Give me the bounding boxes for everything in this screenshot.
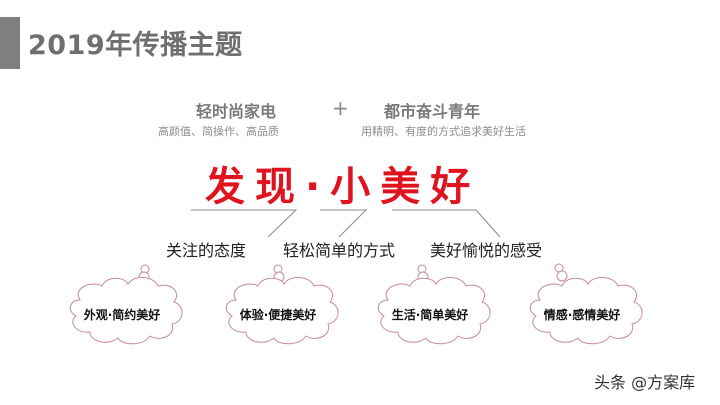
cloud-label: 情感·感情美好: [543, 308, 621, 322]
thought-cloud-icon: [69, 264, 183, 345]
slide-title: 2019年传播主题: [28, 30, 243, 61]
aspect-method: 轻松简单的方式: [283, 241, 396, 260]
cloud-life: 生活·简单美好: [370, 262, 500, 352]
plus-operator: +: [332, 96, 349, 120]
cloud-emotion: 情感·感情美好: [522, 262, 652, 352]
cloud-label: 体验·便捷美好: [239, 308, 317, 322]
thought-cloud-icon: [377, 264, 491, 345]
cloud-experience: 体验·便捷美好: [218, 262, 348, 352]
title-accent-bar: [0, 17, 20, 69]
aspect-feeling: 美好愉悦的感受: [430, 241, 543, 260]
thought-cloud-icon: [529, 263, 643, 345]
cloud-appearance: 外观·简约美好: [62, 262, 192, 352]
thought-cloud-icon: [225, 264, 339, 345]
left-concept-heading: 轻时尚家电: [196, 102, 277, 121]
cloud-label: 生活·简单美好: [391, 308, 469, 322]
left-concept-subtitle: 高颜值、简操作、高品质: [158, 125, 279, 138]
right-concept-subtitle: 用精明、有度的方式追求美好生活: [361, 125, 526, 138]
aspect-attitude: 关注的态度: [166, 241, 247, 260]
watermark: 头条 @方案库: [594, 373, 696, 392]
cloud-label: 外观·简约美好: [83, 308, 161, 322]
right-concept-heading: 都市奋斗青年: [384, 102, 481, 121]
slogan: 发现·小美好: [205, 164, 481, 210]
